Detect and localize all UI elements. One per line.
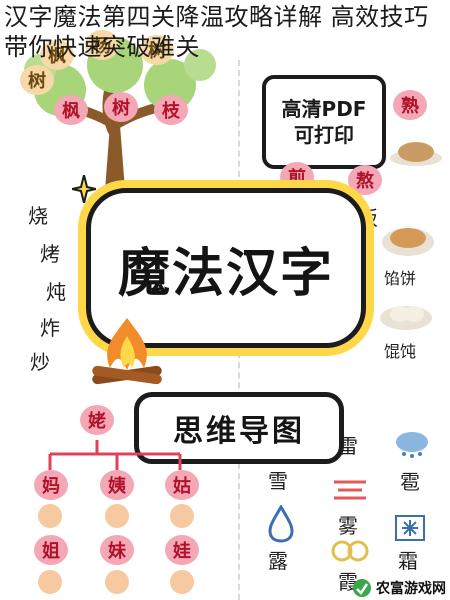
family-row2-badge-2: 娃 xyxy=(165,535,199,565)
watermark-text: 农富游戏网 xyxy=(376,581,446,597)
food-char-0: 馅饼 xyxy=(384,269,417,288)
family-row2-badge-0: 姐 xyxy=(34,535,68,565)
main-title-card: 魔法汉字 xyxy=(86,188,366,348)
pdf-note-line1: 高清PDF xyxy=(281,97,367,121)
main-title-text: 魔法汉字 xyxy=(117,243,334,304)
fire-char-2: 炖 xyxy=(46,280,66,304)
tree-badge-4: 树 xyxy=(20,65,54,95)
food-icon-cluster xyxy=(390,142,442,166)
branch-badge-shu: 树 xyxy=(104,92,138,122)
mind-map-card: 思维导图 xyxy=(134,392,344,464)
dew-icon xyxy=(268,505,294,543)
dumpling-icon xyxy=(380,306,432,330)
family-row1-badge-0: 妈 xyxy=(34,470,68,500)
frost-icon xyxy=(395,515,425,541)
site-watermark: 农富游戏网 xyxy=(352,578,446,598)
fog-icon xyxy=(334,480,366,500)
campfire-icon xyxy=(92,318,162,385)
family-row2-badge-1: 妹 xyxy=(100,535,134,565)
tree-badge-1: 枫 xyxy=(40,40,74,70)
pdf-note-line2: 可打印 xyxy=(294,123,354,147)
weather-char-fog: 雾 xyxy=(338,514,358,538)
family-top-badge: 姥 xyxy=(80,405,114,435)
avatar-row2 xyxy=(38,570,194,594)
branch-badge-feng: 枫 xyxy=(54,95,88,125)
weather-char-frost: 霜 xyxy=(398,549,418,573)
pie-icon xyxy=(382,228,434,256)
avatar-row1 xyxy=(38,504,194,528)
watermark-logo-icon xyxy=(353,579,371,597)
fire-char-1: 烤 xyxy=(40,242,60,266)
fire-char-4: 炒 xyxy=(30,350,50,374)
rainbow-icon xyxy=(331,540,369,562)
family-row1-badge-1: 姨 xyxy=(100,470,134,500)
top-right-badge: 熟 xyxy=(393,90,427,120)
weather-char-dew: 露 xyxy=(268,549,288,573)
weather-char-thunder: 雷 xyxy=(338,434,358,458)
mid-right-badge-jian: 煎 xyxy=(280,162,314,192)
branch-badge-zhi: 枝 xyxy=(154,95,188,125)
weather-char-hail: 雹 xyxy=(400,470,420,494)
sparkle-icon-left xyxy=(72,175,96,203)
fire-char-3: 炸 xyxy=(40,316,60,340)
weather-char-snow: 雪 xyxy=(268,469,288,493)
family-row1-badge-2: 姑 xyxy=(165,470,199,500)
family-connector-lines xyxy=(48,440,182,470)
pdf-note-box: 高清PDF 可打印 xyxy=(262,75,386,169)
mid-right-badge-ao: 熬 xyxy=(348,165,382,195)
tree-badge-3: 树 xyxy=(140,35,174,65)
fire-char-0: 烧 xyxy=(28,204,48,228)
food-char-1: 馄饨 xyxy=(384,342,417,361)
cloud-icon-hail xyxy=(396,432,428,458)
mind-map-text: 思维导图 xyxy=(173,414,305,449)
page-title: 汉字魔法第四关降温攻略详解 高效技巧带你快速突破难关 xyxy=(4,3,429,61)
tree-badge-2: 杨 xyxy=(85,30,119,60)
